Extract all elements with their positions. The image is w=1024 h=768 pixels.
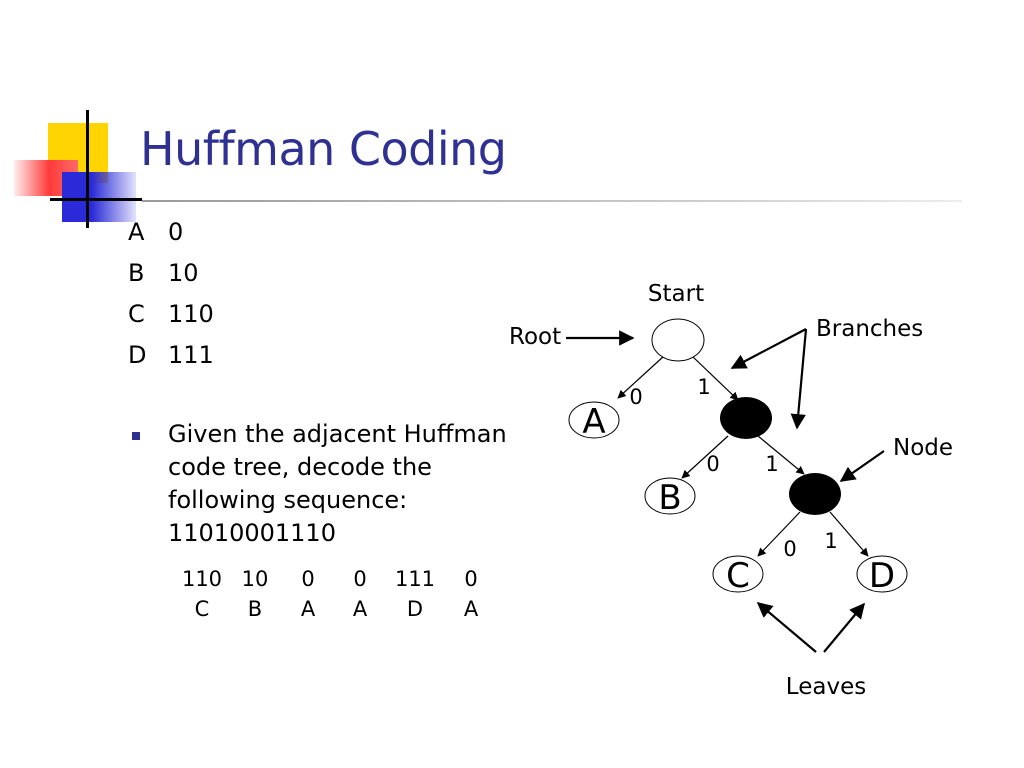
- root-label: Root: [509, 324, 561, 350]
- edge-label: 0: [783, 537, 796, 561]
- code-value: 111: [168, 341, 214, 369]
- decoding-letter: A: [300, 597, 316, 621]
- decoding-bits: 0: [353, 567, 367, 591]
- decoding-bits: 0: [464, 567, 478, 591]
- leaves-label: Leaves: [786, 674, 866, 700]
- edge-label: 1: [765, 452, 778, 476]
- code-symbol: B: [128, 259, 145, 287]
- bullet-text: Given the adjacent Huffman code tree, de…: [168, 418, 538, 550]
- bullet-square-icon: [132, 432, 140, 440]
- bullet-line: following sequence:: [168, 486, 408, 514]
- code-row: D 111: [128, 335, 214, 376]
- decoding-letter: C: [194, 597, 210, 621]
- decoding-bits-row: 110 10 0 0 111 0: [176, 564, 498, 594]
- code-symbol: A: [128, 218, 145, 246]
- internal-node-2: [789, 473, 841, 515]
- code-symbol: D: [128, 341, 147, 369]
- code-value: 0: [168, 218, 184, 246]
- root-node: [651, 318, 705, 362]
- branches-arrow-2: [790, 328, 808, 430]
- leaf-a-node: [568, 401, 620, 439]
- leaf-d-node: [856, 555, 908, 593]
- decoding-letter: B: [247, 597, 263, 621]
- edge-label: 0: [629, 385, 642, 409]
- code-value: 110: [168, 300, 214, 328]
- edge-node1-to-node2: [757, 435, 805, 475]
- edge-node2-to-c: [757, 511, 801, 557]
- edge-root-to-a: [617, 355, 665, 399]
- code-value: 10: [168, 259, 199, 287]
- logo-blue-square: [62, 172, 136, 222]
- leaves-arrow-2: [823, 602, 865, 653]
- bullet-line: code tree, decode the: [168, 453, 432, 481]
- bullet-line: Given the adjacent Huffman: [168, 420, 507, 448]
- bullet-line: 11010001110: [168, 519, 336, 547]
- leaf-c-label: C: [726, 556, 750, 596]
- code-symbol: C: [128, 300, 145, 328]
- decoding-letter: A: [463, 597, 479, 621]
- title-underline: [142, 200, 962, 202]
- decoding-letters-row: C B A A D A: [176, 594, 498, 624]
- leaf-c-node: [712, 555, 764, 593]
- code-row: C 110: [128, 294, 214, 335]
- decoding-bits: 10: [241, 567, 269, 591]
- edge-node1-to-b: [681, 435, 729, 479]
- decoding-bits: 110: [181, 567, 223, 591]
- logo-vertical-line: [86, 110, 89, 228]
- internal-node-1: [720, 397, 772, 439]
- logo-horizontal-line: [50, 198, 142, 201]
- leaf-d-label: D: [869, 556, 895, 596]
- edge-label: 1: [697, 375, 710, 399]
- node-arrow: [839, 450, 885, 482]
- code-row: B 10: [128, 253, 214, 294]
- leaf-a-label: A: [582, 402, 605, 442]
- edge-root-to-node1: [691, 355, 739, 401]
- leaf-b-label: B: [658, 478, 681, 518]
- leaves-arrow-1: [756, 602, 817, 653]
- decoding-table: 110 10 0 0 111 0 C B A A D A: [176, 564, 498, 624]
- decoding-bits: 111: [394, 567, 436, 591]
- leaf-b-node: [644, 477, 696, 515]
- branches-arrow-1: [730, 328, 807, 369]
- slide-title: Huffman Coding: [140, 122, 507, 176]
- decoding-letter: D: [406, 597, 424, 621]
- decoding-bits: 0: [301, 567, 315, 591]
- edge-label: 1: [824, 529, 837, 553]
- start-label: Start: [648, 281, 704, 307]
- decoding-letter: A: [352, 597, 368, 621]
- branches-label: Branches: [816, 316, 923, 342]
- node-label: Node: [893, 435, 953, 461]
- edge-label: 0: [706, 452, 719, 476]
- edge-node2-to-d: [829, 511, 869, 557]
